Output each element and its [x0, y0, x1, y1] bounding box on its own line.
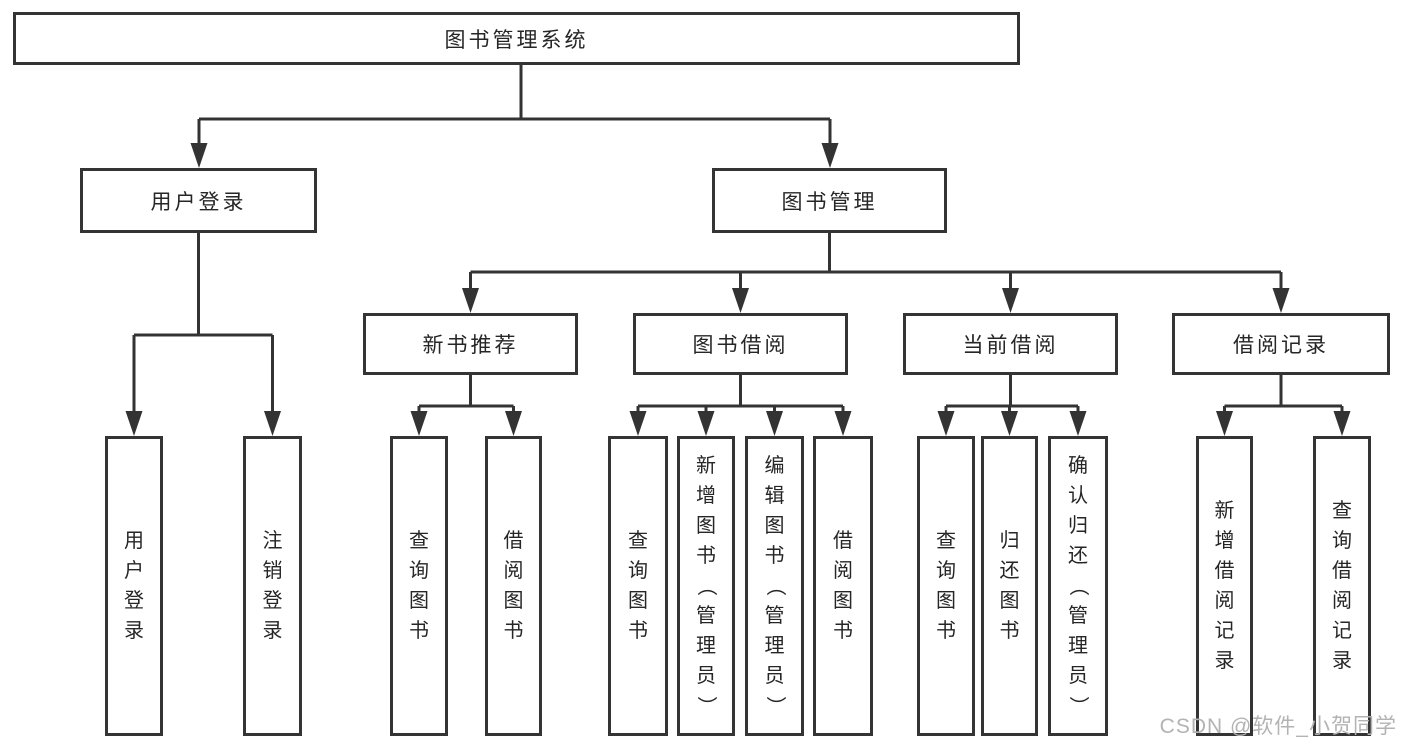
node-label: 查询图书 — [409, 530, 429, 642]
leaf-query-books-current: 查询图书 — [917, 436, 975, 736]
node-label: 查询图书 — [628, 530, 648, 642]
node-borrowing-records: 借阅记录 — [1172, 313, 1390, 375]
leaf-query-borrow-record: 查询借阅记录 — [1313, 436, 1371, 736]
node-label: 图书管理系统 — [444, 28, 589, 52]
leaf-query-books-borrowing: 查询图书 — [608, 436, 668, 736]
leaf-logout: 注销登录 — [243, 436, 302, 736]
node-new-book-recommend: 新书推荐 — [363, 313, 578, 375]
leaf-query-books-recommend: 查询图书 — [390, 436, 448, 736]
node-book-management: 图书管理 — [712, 168, 947, 233]
node-current-borrowing: 当前借阅 — [903, 313, 1118, 375]
node-label: 图书借阅 — [692, 334, 789, 357]
leaf-confirm-return-admin: 确认归还（管理员） — [1048, 436, 1108, 736]
node-label: 借阅记录 — [1233, 334, 1329, 357]
node-label: 用户登录 — [124, 530, 144, 642]
node-label: 新书推荐 — [422, 334, 519, 357]
node-label: 确认归还（管理员） — [1067, 455, 1089, 716]
node-label: 新增图书（管理员） — [695, 455, 717, 716]
node-label: 借阅图书 — [833, 530, 853, 642]
node-user-login: 用户登录 — [80, 168, 317, 233]
node-label: 图书管理 — [781, 190, 878, 214]
leaf-edit-books-admin: 编辑图书（管理员） — [745, 436, 804, 736]
leaf-add-borrow-record: 新增借阅记录 — [1196, 436, 1253, 736]
node-book-borrowing: 图书借阅 — [633, 313, 848, 375]
leaf-borrow-books-recommend: 借阅图书 — [485, 436, 542, 736]
node-label: 当前借阅 — [962, 334, 1059, 357]
node-label: 编辑图书（管理员） — [763, 455, 786, 716]
leaf-add-books-admin: 新增图书（管理员） — [677, 436, 735, 736]
node-label: 查询借阅记录 — [1332, 500, 1352, 672]
csdn-watermark: CSDN @软件_小贺同学 — [1159, 715, 1397, 738]
node-label: 新增借阅记录 — [1214, 500, 1235, 672]
leaf-user-login: 用户登录 — [105, 436, 163, 736]
node-root: 图书管理系统 — [13, 12, 1020, 65]
node-label: 注销登录 — [262, 530, 283, 642]
node-label: 借阅图书 — [503, 530, 524, 642]
node-label: 用户登录 — [150, 190, 247, 214]
node-label: 归还图书 — [999, 530, 1020, 642]
node-label: 查询图书 — [936, 530, 956, 642]
leaf-borrow-books: 借阅图书 — [813, 436, 873, 736]
arrowheads — [125, 143, 1351, 436]
leaf-return-books: 归还图书 — [981, 436, 1038, 736]
